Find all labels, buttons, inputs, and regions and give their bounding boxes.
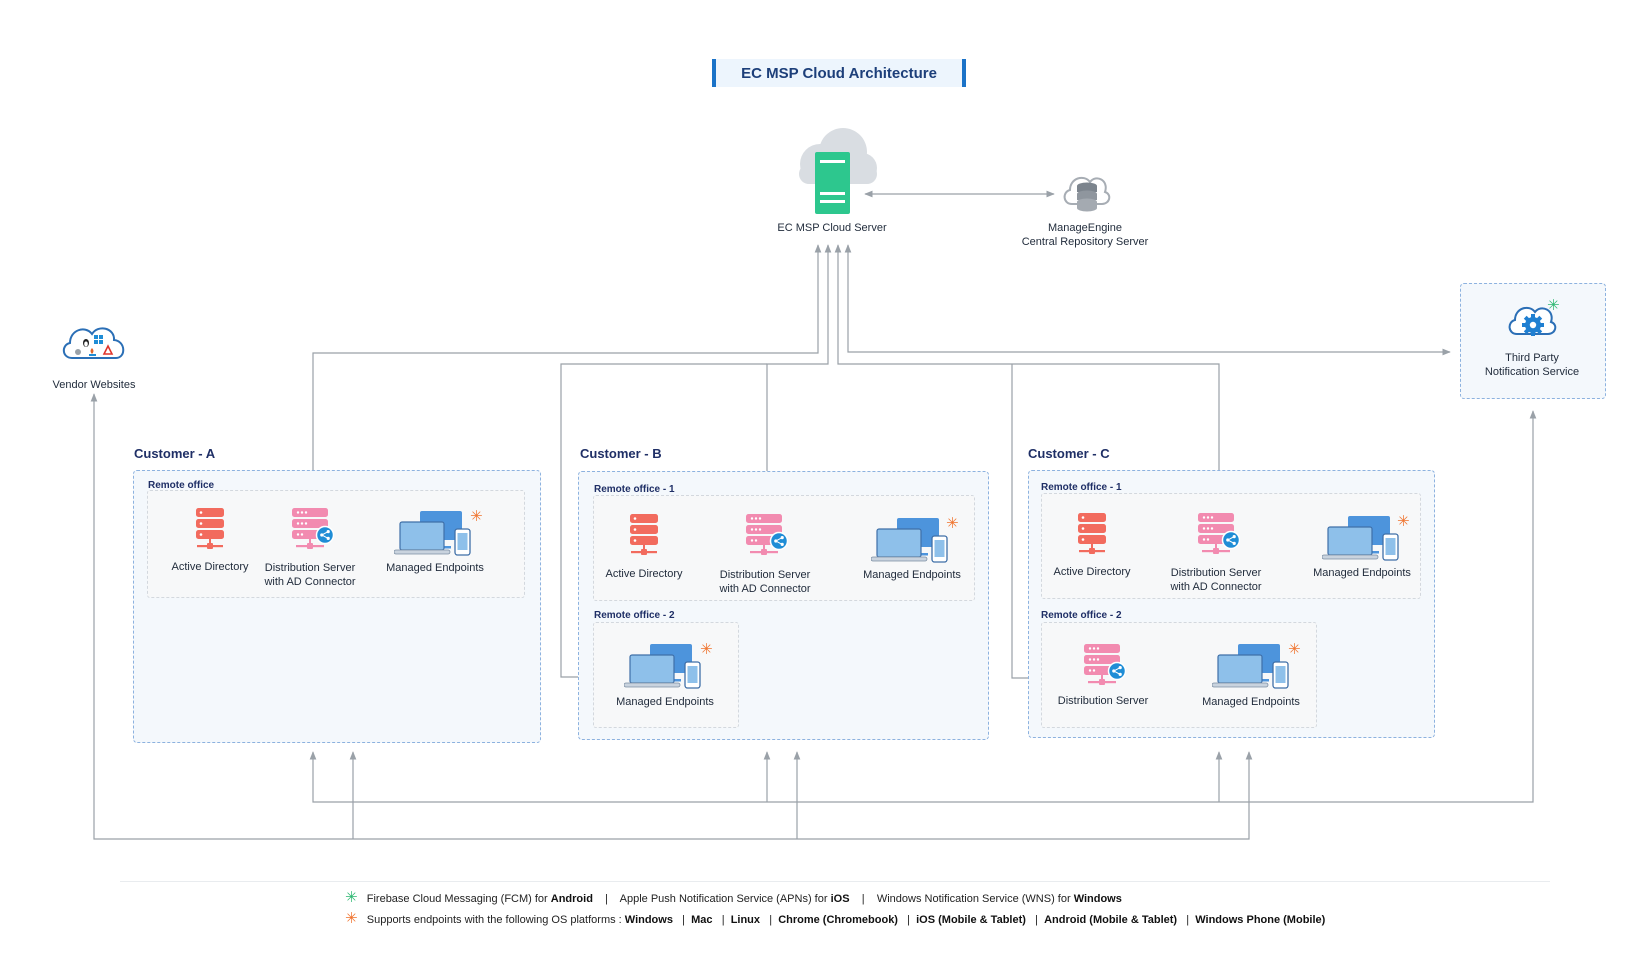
active-directory-icon bbox=[1076, 513, 1108, 555]
managed-endpoints-icon bbox=[871, 518, 951, 564]
orange-star-marker: ✳ bbox=[470, 508, 483, 525]
vendor-cloud-icon bbox=[62, 327, 125, 359]
customer-b-endpoints-2-label: Managed Endpoints bbox=[616, 696, 714, 708]
customer-c-ds-label: Distribution Server with AD Connector bbox=[1156, 566, 1276, 594]
customer-b-ds-label-line1: Distribution Server bbox=[719, 569, 811, 581]
customer-a-endpoints-label: Managed Endpoints bbox=[386, 562, 484, 574]
managed-endpoints-icon bbox=[624, 644, 704, 690]
orange-star-marker: ✳ bbox=[1397, 513, 1410, 530]
distribution-server-icon bbox=[1082, 644, 1126, 686]
legend-apn: Apple Push Notification Service (APNs) f… bbox=[619, 893, 831, 905]
legend-apn-os: iOS bbox=[830, 893, 850, 905]
legend-separator: | bbox=[1186, 914, 1190, 926]
customer-c-ds2-label: Distribution Server bbox=[1057, 695, 1149, 707]
legend-os-windows-phone: Windows Phone (Mobile) bbox=[1195, 914, 1326, 926]
apple-icon bbox=[75, 349, 81, 355]
customer-c-title: Customer - C bbox=[1028, 446, 1110, 461]
customer-b-office-2-title: Remote office - 2 bbox=[594, 610, 675, 621]
customer-b-ds-label: Distribution Server with AD Connector bbox=[705, 568, 825, 596]
customer-b-ds-label-line2: with AD Connector bbox=[719, 583, 811, 595]
customer-a-office-title: Remote office bbox=[148, 480, 215, 491]
orange-star-marker: ✳ bbox=[700, 641, 713, 658]
vendor-websites-label: Vendor Websites bbox=[52, 379, 136, 391]
customer-b-title: Customer - B bbox=[580, 446, 662, 461]
active-directory-icon bbox=[194, 508, 226, 550]
managed-endpoints-icon bbox=[1212, 644, 1292, 690]
customer-c-endpoints-1-label: Managed Endpoints bbox=[1313, 567, 1411, 579]
third-party-box bbox=[1460, 283, 1606, 399]
customer-b-office-1-title: Remote office - 1 bbox=[594, 484, 675, 495]
legend-os-android: Android (Mobile & Tablet) bbox=[1044, 914, 1178, 926]
legend-fcm-os: Android bbox=[550, 893, 593, 905]
third-party-label-line2: Notification Service bbox=[1484, 366, 1580, 378]
legend-separator: | bbox=[1035, 914, 1038, 926]
diagram-title: EC MSP Cloud Architecture bbox=[712, 59, 966, 87]
customer-a-ds-label-line2: with AD Connector bbox=[264, 576, 356, 588]
legend-divider bbox=[120, 881, 1550, 882]
legend-separator: | bbox=[861, 893, 865, 905]
distribution-server-icon bbox=[1196, 513, 1240, 555]
legend-separator: | bbox=[769, 914, 773, 926]
linux-icon bbox=[83, 339, 89, 347]
customer-c-office-2-title: Remote office - 2 bbox=[1041, 610, 1122, 621]
cloud-server-label: EC MSP Cloud Server bbox=[777, 222, 887, 234]
legend-separator: | bbox=[682, 914, 685, 926]
gear-icon bbox=[1522, 314, 1544, 336]
legend-line-2: ✳ Supports endpoints with the following … bbox=[345, 909, 1325, 927]
managed-endpoints-icon bbox=[394, 511, 474, 557]
legend-os-chrome: Chrome (Chromebook) bbox=[778, 914, 898, 926]
repository-label-line1: ManageEngine bbox=[1047, 222, 1122, 234]
customer-c-office-1-title: Remote office - 1 bbox=[1041, 482, 1122, 493]
windows-icon bbox=[94, 335, 103, 344]
customer-a-title: Customer - A bbox=[134, 446, 216, 461]
distribution-server-icon bbox=[744, 514, 788, 556]
legend-wns: Windows Notification Service (WNS) for bbox=[876, 893, 1074, 905]
customer-c-ds-label-line2: with AD Connector bbox=[1170, 581, 1262, 593]
legend-separator: | bbox=[721, 914, 725, 926]
customer-c-endpoints-2-label: Managed Endpoints bbox=[1202, 696, 1300, 708]
customer-b-endpoints-1-label: Managed Endpoints bbox=[863, 569, 961, 581]
managed-endpoints-icon bbox=[1322, 516, 1402, 562]
cloud-server-icon bbox=[799, 128, 877, 214]
third-party-label-line1: Third Party bbox=[1505, 352, 1559, 364]
legend-separator: | bbox=[605, 893, 609, 905]
customer-a-ds-label-line1: Distribution Server bbox=[264, 562, 356, 574]
customer-b-ad-label: Active Directory bbox=[605, 568, 683, 580]
legend-fcm: Firebase Cloud Messaging (FCM) for bbox=[366, 893, 551, 905]
green-star-marker: ✳ bbox=[1547, 297, 1560, 314]
legend-os-intro: Supports endpoints with the following OS… bbox=[366, 914, 625, 926]
legend-line-1: ✳ Firebase Cloud Messaging (FCM) for And… bbox=[345, 888, 1122, 906]
repository-label-line2: Central Repository Server bbox=[1021, 236, 1149, 248]
database-cloud-icon bbox=[1063, 176, 1111, 212]
legend-os-windows: Windows bbox=[624, 914, 673, 926]
customer-a-ds-label: Distribution Server with AD Connector bbox=[250, 561, 370, 589]
orange-star-marker: ✳ bbox=[946, 515, 959, 532]
customer-c-ds-label-line1: Distribution Server bbox=[1170, 567, 1262, 579]
active-directory-icon bbox=[628, 514, 660, 556]
distribution-server-icon bbox=[290, 508, 334, 550]
repository-label: ManageEngine Central Repository Server bbox=[1005, 221, 1165, 249]
green-star-icon: ✳ bbox=[345, 889, 358, 906]
customer-c-ad-label: Active Directory bbox=[1053, 566, 1131, 578]
orange-star-marker: ✳ bbox=[1288, 641, 1301, 658]
legend-os-mac: Mac bbox=[691, 914, 713, 926]
legend-separator: | bbox=[907, 914, 910, 926]
orange-star-icon: ✳ bbox=[345, 910, 358, 927]
legend-os-ios: iOS (Mobile & Tablet) bbox=[916, 914, 1026, 926]
gear-cloud-icon bbox=[1508, 306, 1557, 336]
third-party-label: Third Party Notification Service bbox=[1462, 351, 1602, 379]
legend-wns-os: Windows bbox=[1073, 893, 1122, 905]
adobe-icon bbox=[102, 344, 114, 355]
java-icon bbox=[89, 348, 96, 356]
customer-a-ad-label: Active Directory bbox=[171, 561, 249, 573]
legend-os-linux: Linux bbox=[730, 914, 761, 926]
